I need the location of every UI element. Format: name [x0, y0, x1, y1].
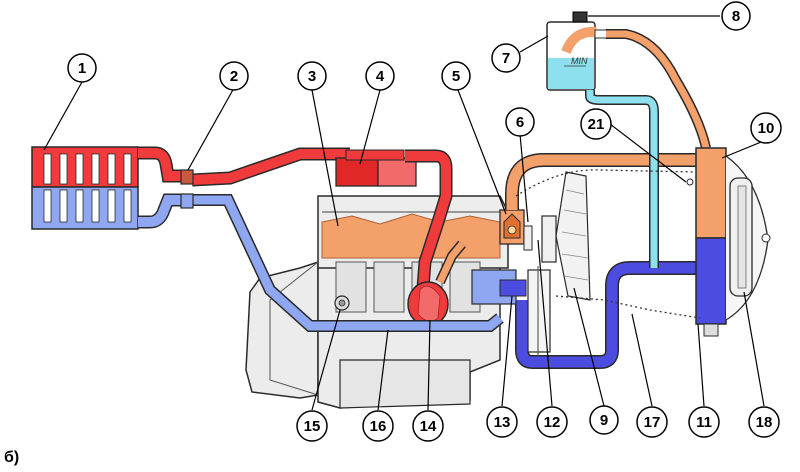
- engine-block: [245, 195, 509, 409]
- svg-text:21: 21: [588, 116, 605, 133]
- callout-16: 16: [362, 410, 394, 442]
- tank-min-label: MIN: [571, 56, 588, 66]
- hose-coupling: [180, 169, 194, 209]
- fan-and-pulley: [523, 171, 591, 356]
- svg-text:5: 5: [452, 68, 460, 85]
- callout-1: 1: [67, 53, 97, 83]
- svg-text:12: 12: [544, 414, 561, 431]
- callout-8: 8: [721, 1, 751, 31]
- svg-text:3: 3: [308, 68, 316, 85]
- svg-text:18: 18: [756, 414, 773, 431]
- svg-text:14: 14: [420, 418, 437, 435]
- callout-17: 17: [636, 406, 668, 438]
- svg-text:4: 4: [376, 68, 385, 85]
- svg-text:16: 16: [370, 418, 387, 435]
- expansion-tank: MIN: [546, 11, 711, 268]
- callout-2: 2: [219, 61, 249, 91]
- hot-coolant-lines: [138, 146, 466, 327]
- callout-21: 21: [580, 108, 612, 140]
- svg-text:17: 17: [644, 414, 661, 431]
- callout-7: 7: [491, 43, 521, 73]
- svg-text:1: 1: [78, 60, 86, 77]
- callout-4: 4: [365, 61, 395, 91]
- svg-text:11: 11: [696, 414, 712, 431]
- leader-lines: [43, 15, 767, 411]
- callout-14: 14: [412, 410, 444, 442]
- callout-10: 10: [750, 112, 782, 144]
- svg-text:8: 8: [732, 8, 740, 25]
- drain-bolt: [334, 295, 350, 311]
- callout-6: 6: [505, 107, 535, 137]
- svg-text:2: 2: [230, 68, 238, 85]
- callout-13: 13: [486, 406, 518, 438]
- callout-3: 3: [297, 61, 327, 91]
- callouts: 1 2 3 4 5 6 7 8 9 10 11 12 13 14 15 16 1…: [67, 1, 782, 442]
- callout-11: 11: [688, 406, 720, 438]
- callout-5: 5: [441, 61, 471, 91]
- svg-text:7: 7: [502, 50, 510, 67]
- svg-text:6: 6: [516, 114, 524, 131]
- svg-text:10: 10: [758, 120, 775, 137]
- callout-15: 15: [296, 410, 328, 442]
- svg-text:13: 13: [494, 414, 511, 431]
- heater-core: [695, 147, 771, 337]
- figure-label: б): [4, 449, 20, 466]
- radiator: [31, 146, 139, 230]
- temperature-sensor: [686, 178, 694, 186]
- callout-18: 18: [748, 406, 780, 438]
- svg-text:15: 15: [304, 418, 321, 435]
- thermostat: [499, 153, 696, 245]
- cold-coolant-lines: [138, 193, 696, 369]
- dotted-hoses: [515, 169, 701, 319]
- callout-9: 9: [589, 405, 619, 435]
- svg-text:9: 9: [600, 412, 608, 429]
- callout-12: 12: [536, 406, 568, 438]
